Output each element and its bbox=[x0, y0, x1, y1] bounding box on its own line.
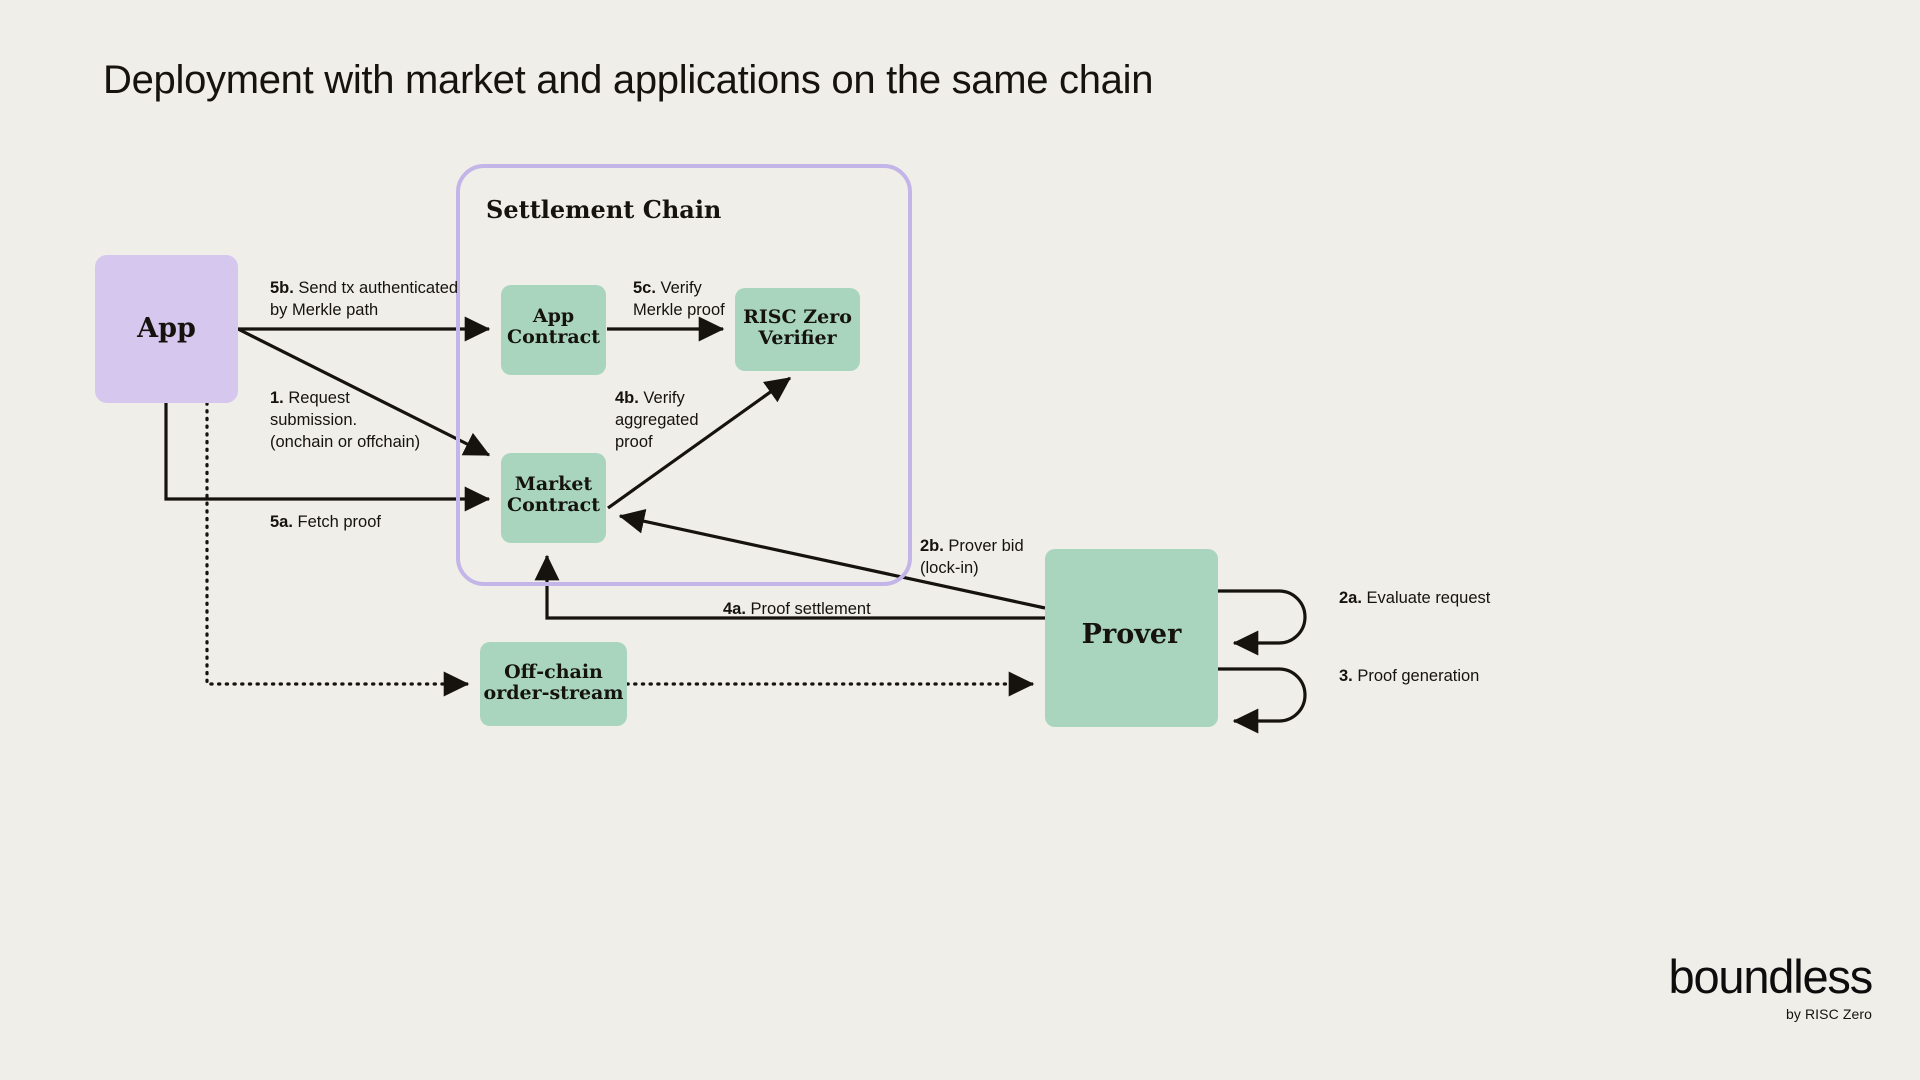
node-off-chain-order-stream-shape[interactable] bbox=[480, 642, 627, 726]
edge-step-number-4b: 4b. bbox=[615, 389, 639, 407]
edge-step-number-2a: 2a. bbox=[1339, 589, 1362, 607]
zone-settlement-chain bbox=[456, 164, 912, 586]
node-app-contract-shape[interactable] bbox=[501, 285, 606, 375]
edge-label-step-2a: 2a. Evaluate request bbox=[1339, 588, 1490, 610]
edge-step-text-1: Request submission. (onchain or offchain… bbox=[270, 389, 421, 451]
edge-step-number-4a: 4a. bbox=[723, 600, 746, 618]
edge-label-step-4a: 4a. Proof settlement bbox=[723, 599, 871, 621]
edge-step-number-3: 3. bbox=[1339, 667, 1353, 685]
edge-label-step-5c: 5c. Verify Merkle proof bbox=[633, 278, 725, 322]
edge-step-text-3: Proof generation bbox=[1352, 667, 1480, 685]
edge-step-text-4b: Verify aggregated proof bbox=[615, 389, 699, 451]
zone-title-settlement-chain: Settlement Chain bbox=[486, 195, 722, 224]
node-market-contract-shape[interactable] bbox=[501, 453, 606, 543]
edge-step-text-5a: Fetch proof bbox=[292, 513, 381, 531]
edge-label-step-5a: 5a. Fetch proof bbox=[270, 512, 381, 534]
edge-label-step-2b: 2b. Prover bid (lock-in) bbox=[920, 536, 1024, 580]
edge-prover-selfloop-generate bbox=[1218, 667, 1307, 734]
edge-label-step-3: 3. Proof generation bbox=[1339, 666, 1479, 688]
edge-step-number-5c: 5c. bbox=[633, 279, 656, 297]
edge-app-to-market-request bbox=[237, 327, 491, 457]
edge-step-text-5c: Verify Merkle proof bbox=[633, 279, 725, 319]
edge-step-number-5a: 5a. bbox=[270, 513, 293, 531]
edge-market-to-verifier bbox=[607, 376, 792, 510]
edge-prover-to-market-settlement bbox=[534, 554, 1045, 620]
edge-step-text-5b: Send tx authenticated by Merkle path bbox=[270, 279, 459, 319]
edge-label-step-4b: 4b. Verify aggregated proof bbox=[615, 388, 699, 453]
edge-label-step-5b: 5b. Send tx authenticated by Merkle path bbox=[270, 278, 458, 322]
edge-step-number-5b: 5b. bbox=[270, 279, 294, 297]
edge-label-step-1: 1. Request submission. (onchain or offch… bbox=[270, 388, 420, 453]
edge-step-text-2a: Evaluate request bbox=[1361, 589, 1491, 607]
edge-prover-to-market-bid bbox=[618, 508, 1046, 610]
brand-name: boundless bbox=[1668, 950, 1874, 1003]
page-title: Deployment with market and applications … bbox=[103, 58, 1154, 102]
node-app-shape[interactable] bbox=[95, 255, 238, 403]
brand-lockup: boundless by RISC Zero bbox=[1668, 950, 1874, 1022]
edge-step-text-2b: Prover bid (lock-in) bbox=[920, 537, 1024, 577]
edge-app-to-offchain-dotted bbox=[205, 401, 470, 686]
edge-step-text-4a: Proof settlement bbox=[745, 600, 871, 618]
node-risc-zero-verifier-shape[interactable] bbox=[735, 288, 860, 371]
edge-step-number-1: 1. bbox=[270, 389, 284, 407]
edge-app-to-market-fetch bbox=[164, 403, 491, 512]
edge-step-number-2b: 2b. bbox=[920, 537, 944, 555]
edge-prover-selfloop-evaluate bbox=[1218, 589, 1307, 656]
brand-subtitle: by RISC Zero bbox=[1786, 1006, 1872, 1022]
node-prover-shape[interactable] bbox=[1045, 549, 1218, 727]
